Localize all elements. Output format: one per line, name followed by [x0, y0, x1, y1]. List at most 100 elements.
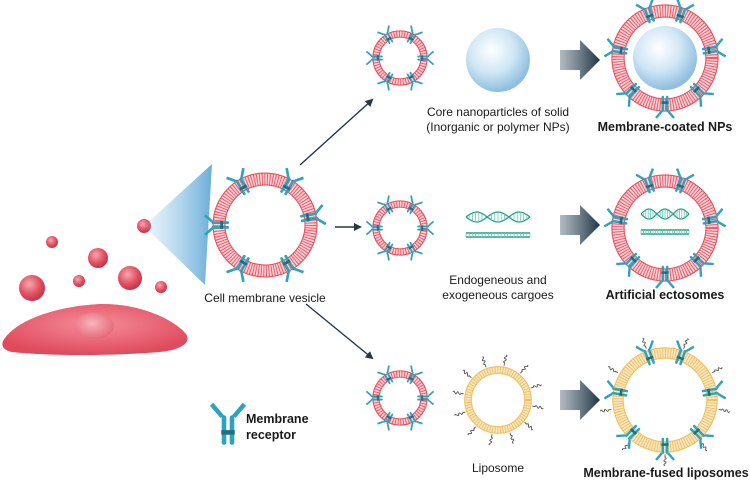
membrane-receptor-icon [406, 411, 423, 431]
ectosomes-label: Artificial ectosomes [606, 288, 725, 302]
small-membrane-vesicle [365, 365, 435, 431]
membrane-receptor-icon [655, 95, 675, 119]
membrane-receptor-icon [417, 50, 435, 66]
membrane-receptor-icon [675, 340, 695, 366]
secreted-vesicle [88, 248, 108, 268]
membrane-receptor-icon [689, 82, 714, 107]
membrane-coated-np [603, 0, 727, 119]
cell-nucleus [74, 313, 114, 339]
peg-chain [481, 356, 487, 368]
cargo-molecules [465, 211, 531, 238]
secreted-vesicle [46, 236, 58, 248]
peg-chain [642, 337, 647, 349]
membrane-receptor-icon [280, 254, 304, 283]
core-np-label-line1: Core nanoparticles of solid [427, 105, 569, 119]
arrow-to-bottom-row [305, 303, 374, 360]
membrane-receptor-icon [280, 167, 304, 196]
membrane-receptor-icon [655, 437, 675, 461]
peg-chain [600, 408, 612, 413]
membrane-receptor-icon [616, 82, 641, 107]
peg-chain [711, 367, 723, 374]
legend-label-line1: Membrane [246, 412, 309, 426]
membrane-receptor-icon [635, 168, 655, 194]
membrane-receptor-icon [635, 0, 655, 24]
liposome-label: Liposome [472, 461, 524, 475]
membrane-receptor-icon [377, 411, 394, 431]
peg-chain [509, 432, 515, 444]
membrane-receptor-icon [675, 0, 695, 24]
membrane-receptor-icon [377, 365, 394, 385]
core-np-label-line2: (Inorganic or polymer NPs) [426, 120, 569, 134]
cell-membrane-vesicle [204, 167, 327, 283]
membrane-receptor-icon [365, 390, 383, 406]
membrane-receptor-icon [406, 71, 423, 91]
membrane-receptor-icon [209, 402, 247, 445]
legend-label-line2: receptor [246, 428, 296, 442]
membrane-fused-liposome [600, 337, 730, 466]
membrane-receptor-icon [603, 379, 629, 400]
membrane-receptor-icon [406, 365, 423, 385]
peg-chain [530, 383, 542, 389]
membrane-receptor-icon [377, 71, 394, 91]
membrane-receptor-icon [365, 220, 383, 236]
big-arrow-middle [560, 205, 600, 245]
big-arrow-bottom [560, 380, 600, 420]
secreted-vesicle [19, 275, 45, 301]
membrane-coated-label: Membrane-coated NPs [598, 120, 733, 134]
secreted-vesicle [118, 266, 142, 290]
core-nanoparticle [466, 28, 530, 92]
peg-chain [488, 434, 493, 446]
peg-chain [683, 338, 689, 349]
membrane-receptor-icon [299, 204, 327, 226]
cell-vesicle-label: Cell membrane vesicle [204, 291, 326, 305]
membrane-receptor-icon [377, 25, 394, 45]
fused-liposomes-label: Membrane-fused liposomes [583, 466, 748, 480]
membrane-receptor-icon [616, 252, 641, 277]
membrane-receptor-icon [204, 214, 229, 236]
peg-chain [524, 422, 534, 431]
membrane-receptor-icon [655, 265, 675, 289]
big-arrow-top [560, 40, 600, 80]
liposome-particle [452, 354, 544, 446]
secreted-vesicle [155, 281, 167, 293]
peg-chain [503, 354, 508, 366]
zoom-beam [144, 164, 212, 285]
membrane-receptor-icon [689, 252, 714, 277]
membrane-receptor-icon [417, 390, 435, 406]
membrane-receptor-icon [701, 379, 727, 400]
arrow-to-top-row [299, 98, 374, 166]
peg-chain [663, 454, 667, 466]
membrane-receptor-icon [377, 241, 394, 261]
peg-chain [467, 426, 476, 436]
membrane-receptor-icon [365, 50, 383, 66]
membrane-receptor-icon [406, 195, 423, 215]
membrane-receptor-icon [209, 402, 247, 445]
small-membrane-vesicle [365, 195, 435, 261]
source-cell [2, 219, 188, 355]
membrane-receptor-icon [689, 424, 714, 449]
peg-chain [718, 408, 730, 413]
membrane-receptor-icon [406, 25, 423, 45]
membrane-receptor-icon [616, 424, 641, 449]
membrane-receptor-icon [701, 37, 727, 58]
peg-chain [532, 405, 544, 410]
membrane-receptor-icon [406, 241, 423, 261]
peg-chain [452, 390, 464, 395]
membrane-receptor-icon [417, 220, 435, 236]
cargo-label-line1: Endogeneous and [449, 273, 546, 287]
membrane-receptor-icon [701, 207, 727, 228]
cargo-label-line2: exogeneous cargoes [442, 288, 553, 302]
membrane-receptor-icon [226, 254, 250, 283]
artificial-ectosome [603, 168, 727, 289]
membrane-receptor-icon [635, 340, 655, 366]
secreted-vesicle [73, 275, 85, 287]
cargo-molecules [640, 208, 690, 235]
membrane-receptor-icon [675, 168, 695, 194]
peg-chain [607, 366, 619, 374]
peg-chain [462, 369, 472, 378]
small-membrane-vesicle [365, 25, 435, 91]
membrane-receptor-icon [377, 195, 394, 215]
membrane-receptor-icon [603, 37, 629, 58]
membrane-receptor-icon [603, 207, 629, 228]
